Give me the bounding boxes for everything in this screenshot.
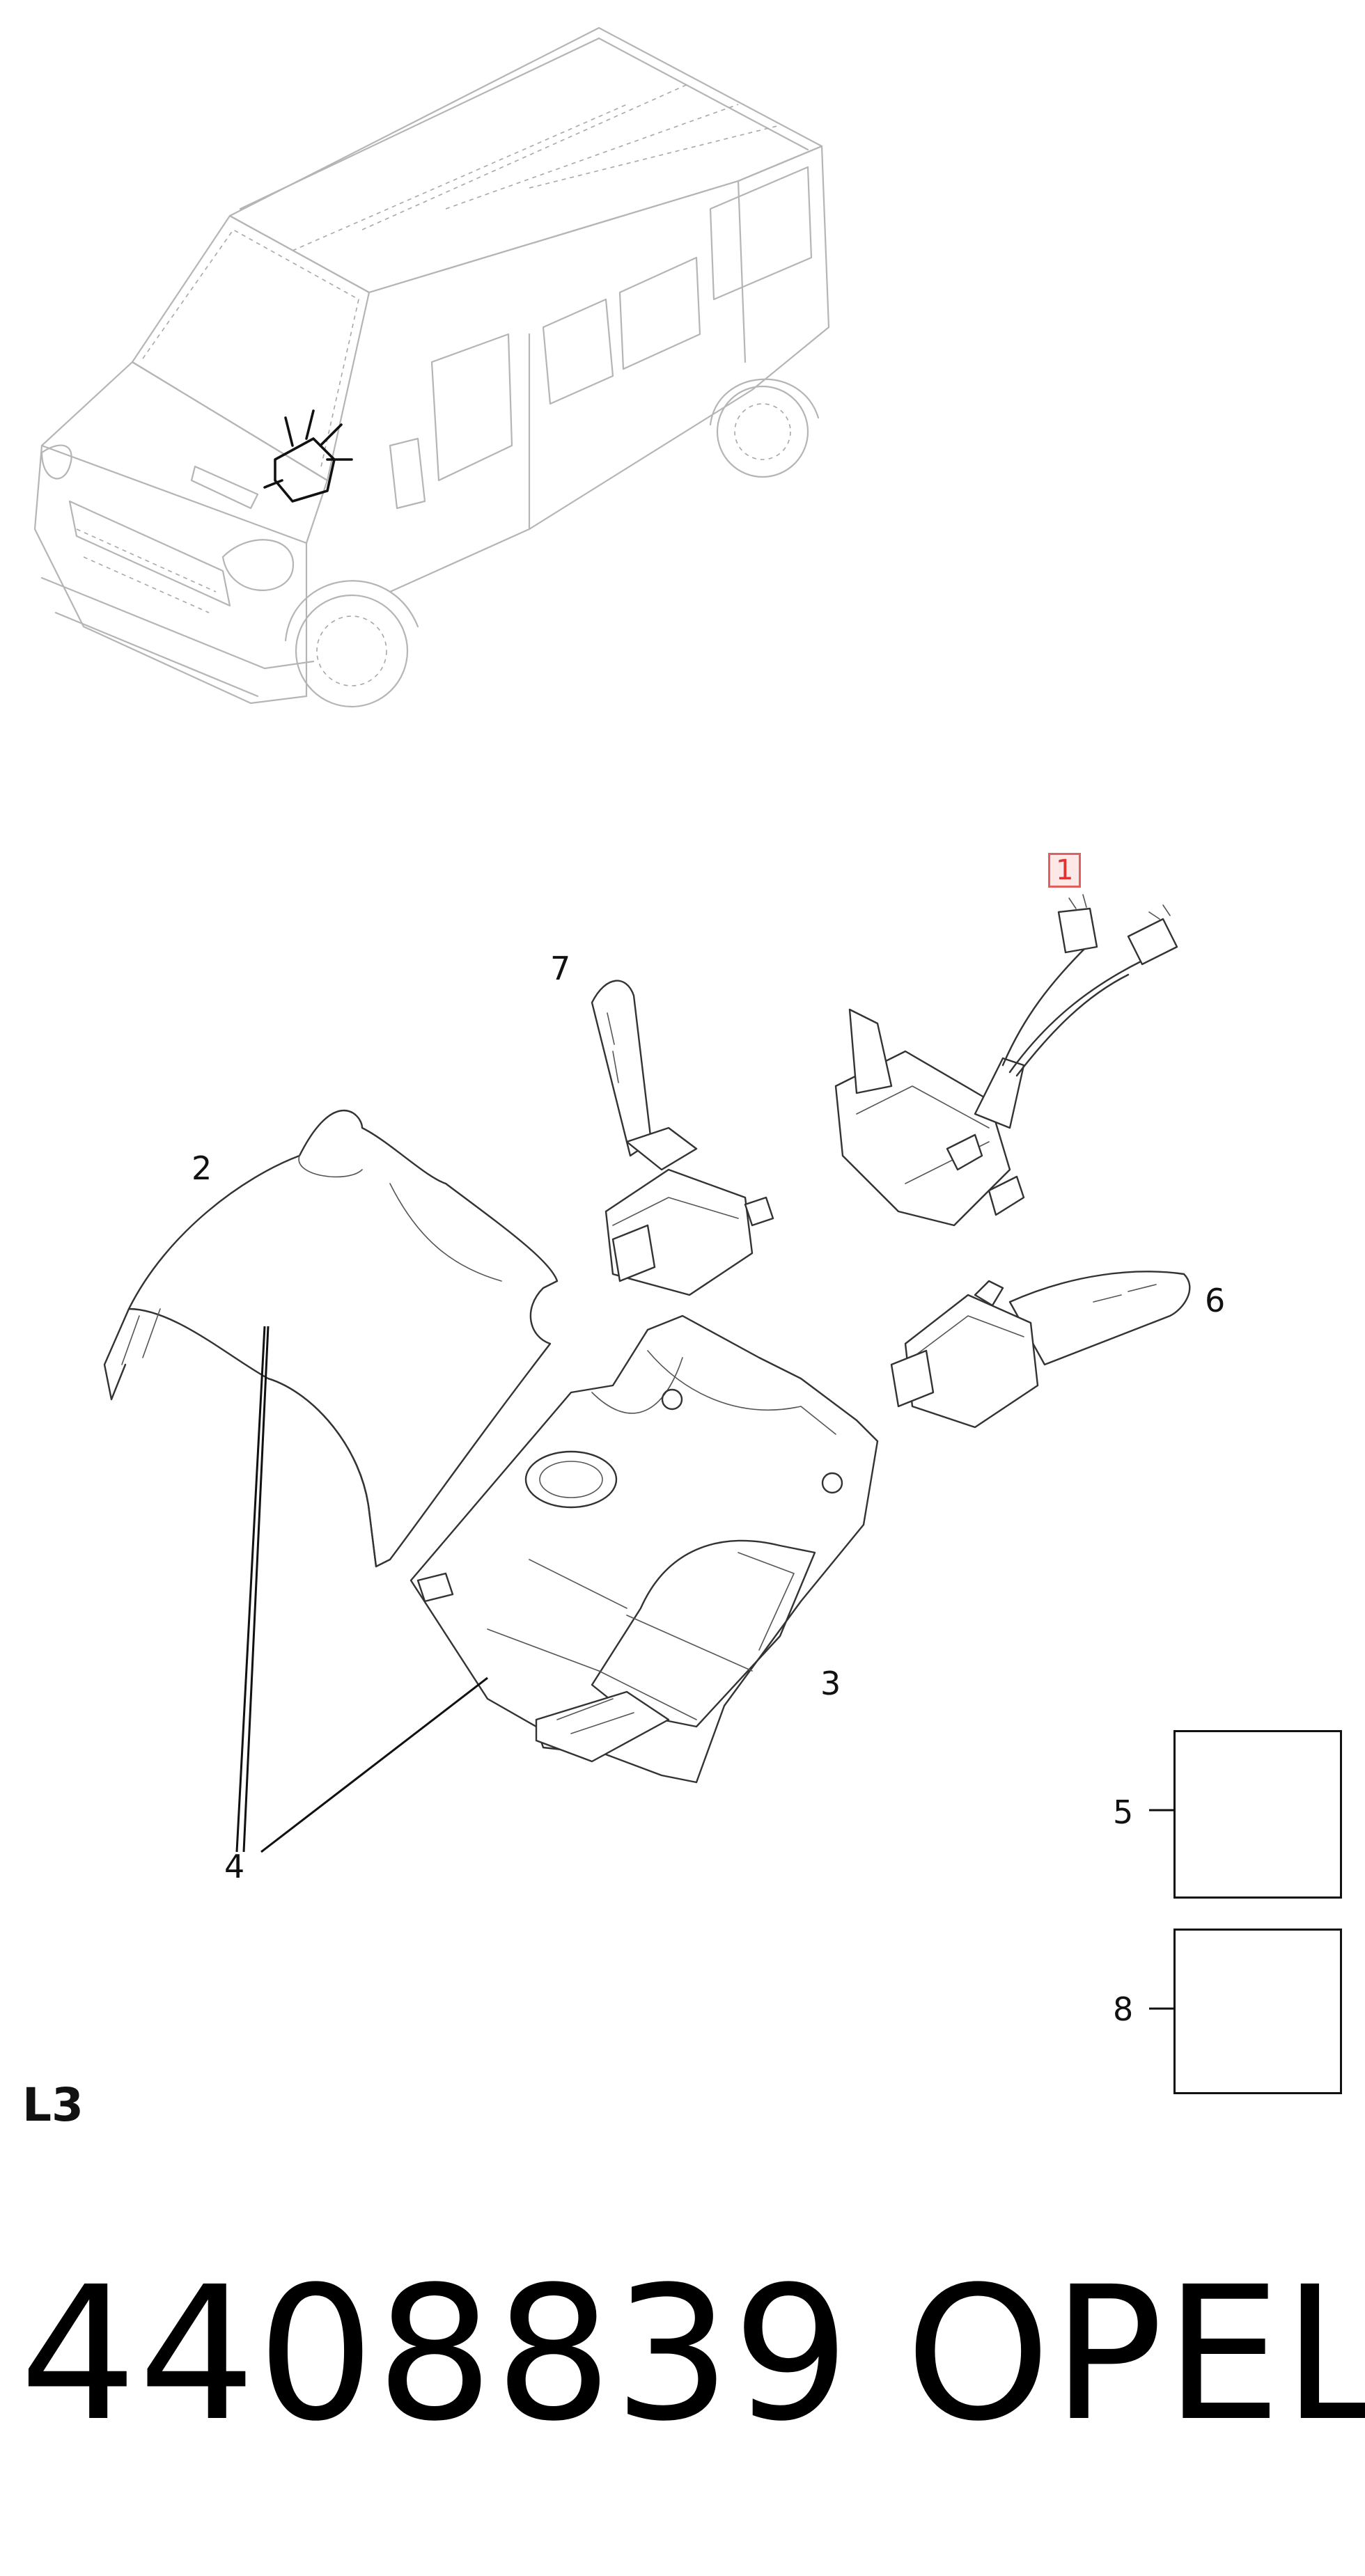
section-code: L3 [22, 2078, 84, 2132]
leader-lines [235, 1326, 1173, 2010]
van-overview-illustration [33, 26, 830, 708]
part-5-box [1173, 1730, 1342, 1899]
part-8-box [1173, 1929, 1342, 2094]
callout-2[interactable]: 2 [192, 1149, 212, 1187]
part-number: 4408839 [20, 2247, 852, 2462]
callout-5[interactable]: 5 [1113, 1793, 1134, 1831]
part-7-stalk-switch [591, 980, 774, 1296]
callout-8[interactable]: 8 [1113, 1990, 1134, 2028]
callout-4[interactable]: 4 [224, 1848, 245, 1885]
part-6-stalk-switch [890, 1271, 1191, 1429]
callout-7[interactable]: 7 [550, 950, 571, 987]
part-1-switch-harness [834, 894, 1178, 1227]
callout-1[interactable]: 1 [1048, 853, 1082, 888]
brand-name: OPEL [905, 2247, 1365, 2462]
part-2-upper-shroud [103, 1109, 559, 1568]
callout-3[interactable]: 3 [820, 1665, 841, 1702]
callout-6[interactable]: 6 [1205, 1282, 1226, 1319]
part-3-lower-shroud [410, 1314, 879, 1784]
